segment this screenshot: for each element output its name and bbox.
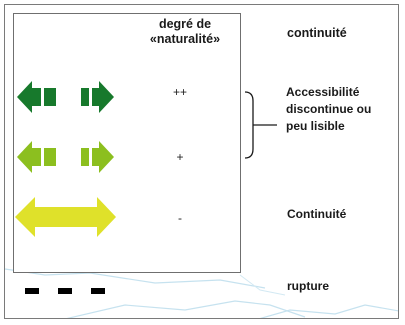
background-map-lines (5, 268, 398, 318)
light-green-split-arrow (17, 141, 114, 173)
naturalite-degree-low: - (178, 211, 182, 225)
accessibilite-label-line1: Accessibilité (286, 85, 360, 99)
accessibilite-label-line3: peu lisible (286, 119, 345, 133)
legend-symbols-box (13, 13, 241, 273)
rupture-label: rupture (287, 279, 329, 293)
dark-green-split-arrow (17, 81, 114, 113)
continuite-label: Continuité (287, 207, 347, 221)
naturalite-header: degré de «naturalité» (135, 17, 235, 47)
naturalite-header-line2: «naturalité» (149, 32, 221, 46)
naturalite-header-line1: degré de (158, 17, 212, 31)
grouping-bracket (244, 91, 277, 159)
accessibilite-label-line2: discontinue ou (286, 102, 372, 116)
naturalite-degree-high: ++ (172, 85, 187, 99)
legend-frame: degré de «naturalité» continuité ++ + - … (4, 4, 399, 319)
rupture-dashes (25, 288, 105, 294)
yellow-solid-arrow (15, 197, 116, 237)
naturalite-degree-medium: + (176, 150, 184, 164)
continuite-header: continuité (287, 26, 347, 40)
accessibilite-label: Accessibilité discontinue ou peu lisible (286, 84, 371, 135)
